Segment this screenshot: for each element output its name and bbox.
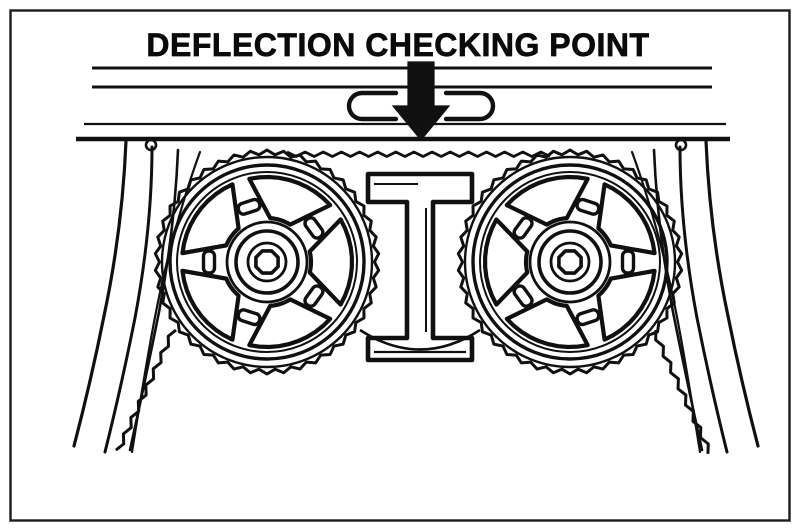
camshaft-sprocket-right-hub-ring [528, 220, 612, 304]
bolt-heads [144, 138, 688, 152]
camshaft-sprocket-right-spoke-slot [575, 197, 601, 216]
camshaft-sprocket-left-rim-outer [160, 155, 374, 369]
camshaft-sprocket-left-spoke-window [180, 268, 241, 342]
camshaft-sprocket-left-spoke-slot [236, 197, 262, 216]
camshaft-sprocket-left-spoke-window [307, 217, 354, 307]
camshaft-sprocket-left-spoke-slot [201, 249, 217, 275]
camshaft-sprocket-right-spoke-window [483, 217, 530, 307]
camshaft-sprocket-right-spoke-slot [512, 284, 534, 308]
camshaft-sprocket-right-spoke-slot [512, 216, 534, 240]
camshaft-sprocket-left-spoke-slot [303, 284, 325, 308]
bolt-head-left [144, 138, 158, 152]
guide-lines [76, 66, 730, 142]
belt-top-span [286, 150, 551, 158]
diagram-frame-border [9, 9, 791, 522]
camshaft-sprocket-left-hub-ring [234, 229, 300, 295]
belt-clamp-left [346, 90, 399, 122]
camshaft-sprocket-right-belt-teeth [456, 148, 684, 376]
camshaft-sprocket-right-spoke-window [504, 174, 590, 227]
center-i-beam-bracket [365, 171, 475, 363]
i-beam-outline [365, 171, 475, 363]
camshaft-sprocket-right-web-edge [479, 171, 661, 353]
camshaft-sprocket-right-rim-outer [463, 155, 677, 369]
belt-left-run [114, 328, 177, 452]
deflection-arrow [391, 61, 451, 141]
camshaft-sprocket-left-bore [254, 249, 280, 275]
camshaft-sprocket-left-spoke-slot [236, 308, 262, 327]
bolt-head-right [674, 138, 688, 152]
camshaft-sprocket-right-rim-inner [471, 163, 669, 361]
camshaft-sprocket-right-bore [557, 249, 583, 275]
cover-contour-left-2 [103, 145, 154, 454]
camshaft-sprocket-right-spoke-window [596, 268, 657, 342]
camshaft-sprocket-left-spoke-slot [303, 216, 325, 240]
camshaft-sprocket-left-hub-ring [246, 241, 288, 283]
belt-clamp-right [443, 90, 496, 122]
camshaft-sprocket-right-hub-ring [537, 229, 603, 295]
camshaft-sprocket-right-hub-ring [549, 241, 591, 283]
camshaft-sprocket-left-spoke-window [180, 182, 241, 256]
camshaft-sprocket-left-belt-teeth [153, 148, 381, 376]
camshaft-sprocket-left-hub-ring [225, 220, 309, 304]
deflection-arrow-shape [391, 61, 451, 141]
cover-contour-right-4 [630, 150, 702, 454]
cover-contour-right-2 [678, 145, 729, 454]
page-title: DEFLECTION CHECKING POINT [146, 27, 649, 63]
cover-contour-right-1 [704, 139, 760, 448]
cover-contour-left-1 [72, 139, 128, 448]
camshaft-sprocket-left [153, 148, 381, 376]
belt-right-run [654, 329, 710, 454]
sprockets [153, 148, 684, 376]
engine-cover-contours [72, 139, 760, 454]
belt-clamps [346, 90, 496, 122]
camshaft-sprocket-left-spoke-window [247, 297, 333, 350]
camshaft-sprocket-right-spoke-slot [620, 249, 636, 275]
camshaft-sprocket-right-spoke-window [596, 182, 657, 256]
camshaft-sprocket-right-spoke-window [504, 297, 590, 350]
camshaft-sprocket-right [456, 148, 684, 376]
camshaft-sprocket-left-web-edge [176, 171, 358, 353]
camshaft-sprocket-left-rim-inner [168, 163, 366, 361]
camshaft-sprocket-left-spoke-window [247, 174, 333, 227]
camshaft-sprocket-right-spoke-slot [575, 308, 601, 327]
